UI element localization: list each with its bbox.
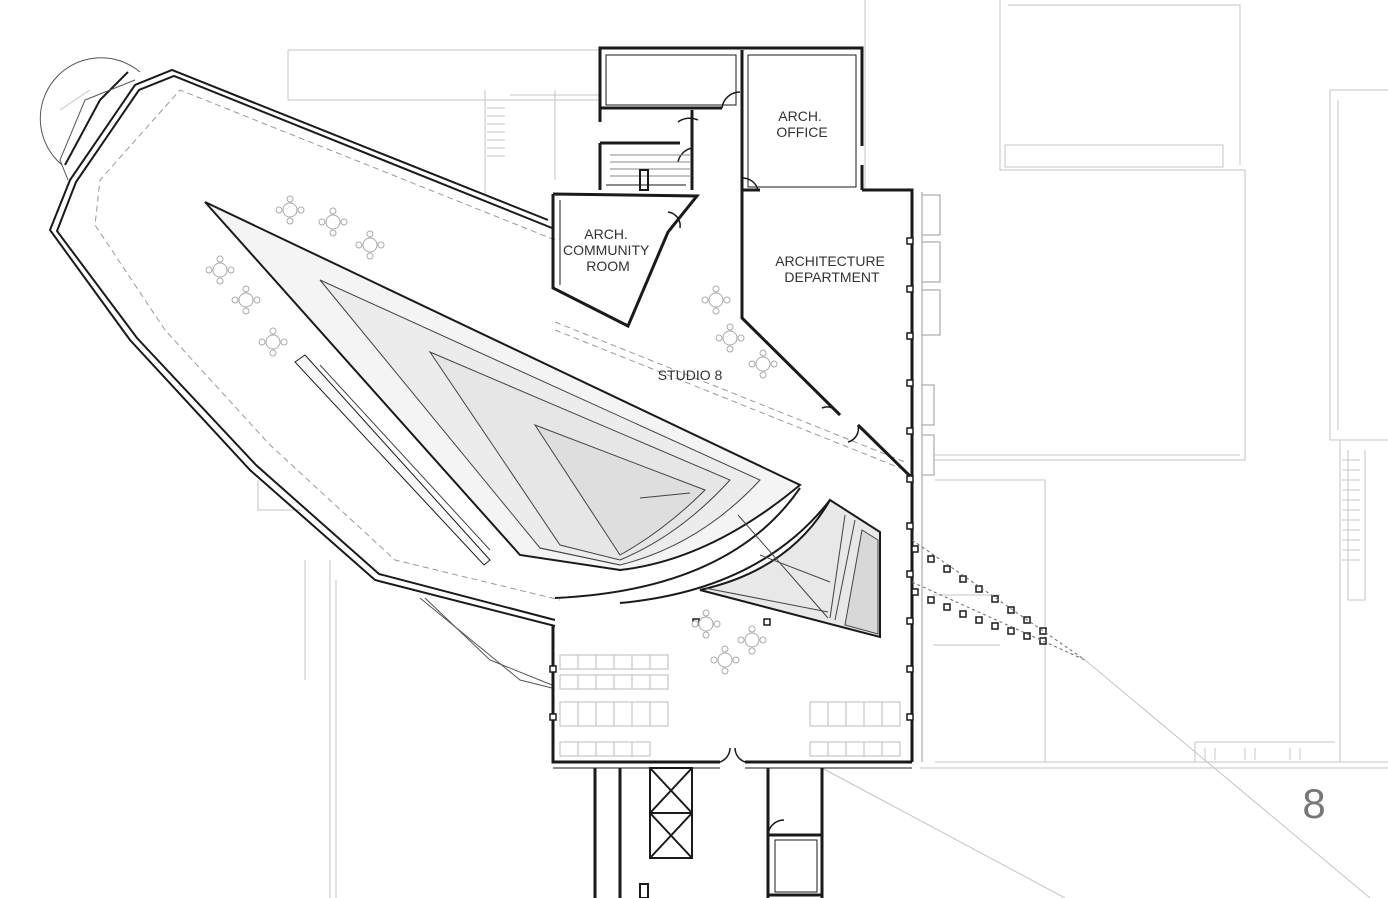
- door-swings: [667, 91, 860, 836]
- interior-stair: [610, 154, 690, 191]
- main-block-inner-lines: [553, 54, 912, 893]
- desks: [559, 654, 901, 757]
- label-architecture-department: ARCHITECTURE DEPARTMENT: [775, 253, 889, 285]
- studio-secondary-lines: [39, 57, 553, 689]
- facade-mullions: [921, 192, 941, 762]
- label-studio: STUDIO 8: [658, 367, 723, 383]
- skybridge-lines: [911, 539, 1086, 661]
- label-arch-community-room: ARCH. COMMUNITY ROOM: [563, 226, 653, 274]
- elevator-core: [639, 767, 693, 898]
- round-tables: [205, 195, 778, 675]
- label-arch-office: ARCH. OFFICE: [776, 108, 827, 140]
- columns: [549, 237, 914, 721]
- studio-dashed-line: [94, 89, 906, 601]
- skybridge: [911, 545, 1047, 645]
- main-block-walls: [551, 46, 914, 898]
- floor-number: 8: [1302, 780, 1325, 827]
- terraced-ramp: [204, 201, 802, 572]
- context-buildings: [59, 0, 1388, 898]
- context-stairs: [487, 99, 1360, 760]
- lower-ramp: [699, 498, 881, 639]
- studio-outline: [48, 68, 556, 627]
- curved-bridge: [554, 487, 831, 604]
